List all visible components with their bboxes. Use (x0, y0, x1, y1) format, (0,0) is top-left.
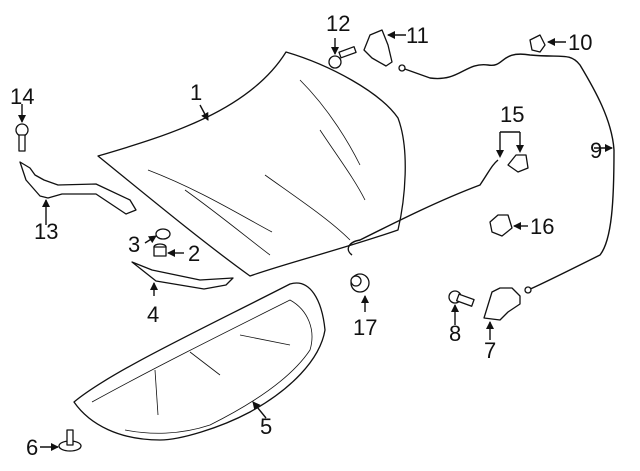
callout-11: 11 (406, 23, 429, 48)
bumper-part (350, 273, 370, 293)
callout-1: 1 (190, 80, 203, 105)
callout-15: 15 (500, 102, 525, 127)
cable-clip-part (529, 34, 546, 53)
callout-13: 13 (34, 219, 59, 244)
callout-14: 14 (10, 84, 35, 109)
callout-8: 8 (449, 321, 462, 346)
seal-strip-part (131, 261, 234, 290)
bolt-8-part (448, 290, 475, 307)
callout-5: 5 (260, 414, 273, 439)
callout-4: 4 (147, 302, 160, 327)
callout-10: 10 (568, 30, 593, 55)
callout-12: 12 (326, 11, 351, 36)
hood-part (97, 51, 406, 277)
bolt-14-part (15, 123, 29, 152)
callout-9: 9 (590, 138, 603, 163)
hinge-part (19, 161, 137, 215)
release-handle-part (363, 29, 393, 67)
callout-2: 2 (188, 241, 201, 266)
callout-16: 16 (530, 214, 555, 239)
callout-3: 3 (128, 232, 141, 257)
callout-17: 17 (353, 315, 378, 340)
grommet-part (155, 228, 171, 240)
prop-rod-clip-part (489, 214, 513, 237)
prop-rod-part (347, 159, 499, 256)
retainer-clip-part (58, 429, 82, 452)
bolt-12-part (328, 46, 357, 69)
latch-part (483, 287, 521, 321)
bumper-stop-part (153, 243, 167, 257)
callout-7: 7 (484, 338, 497, 363)
release-cable-part (401, 53, 615, 291)
prop-rod-holder-part (507, 154, 529, 173)
callout-6: 6 (26, 435, 39, 460)
insulator-part (73, 282, 326, 441)
